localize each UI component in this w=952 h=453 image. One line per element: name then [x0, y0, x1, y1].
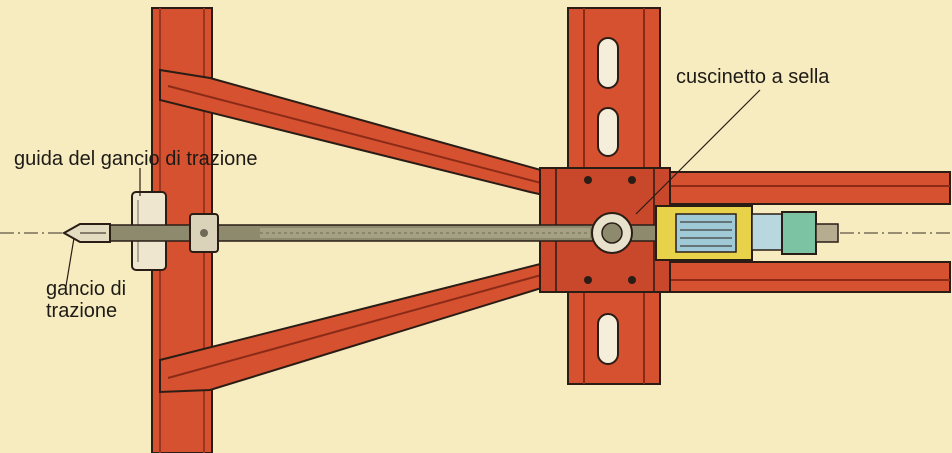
column-slot	[597, 313, 619, 365]
label-hook-guide: guida del gancio di trazione	[14, 148, 258, 170]
column-slot	[597, 107, 619, 157]
lower-diagonal-brace	[159, 260, 549, 394]
column-slot	[597, 37, 619, 89]
leader-line-hook	[65, 237, 75, 287]
label-towing-hook-line1: gancio di	[46, 278, 127, 300]
upper-diagonal-brace	[159, 68, 549, 198]
central-column	[539, 7, 671, 385]
towing-hook-tip	[61, 223, 111, 243]
leader-line-saddle	[635, 89, 761, 215]
label-towing-hook: gancio di trazione	[46, 278, 126, 322]
label-saddle-bearing: cuscinetto a sella	[676, 66, 830, 88]
label-towing-hook-line2: trazione	[46, 300, 118, 322]
rod-collar	[189, 213, 219, 253]
saddle-bearing	[591, 205, 839, 261]
